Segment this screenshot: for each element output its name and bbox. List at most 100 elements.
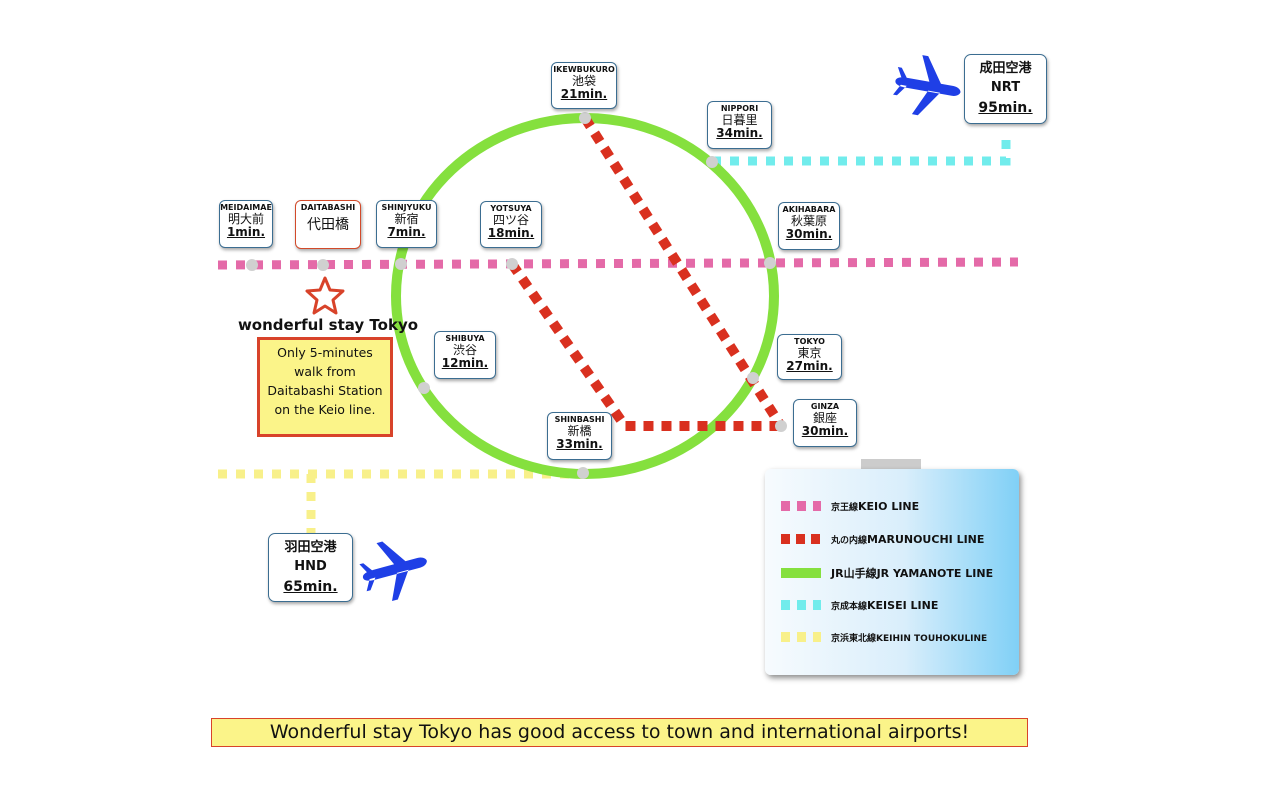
station-dot-shinbashi — [577, 467, 589, 479]
station-dot-meidaimae — [246, 259, 258, 271]
legend-label-jp: 京王線 — [831, 502, 859, 513]
station-jp-label: 渋谷 — [452, 342, 477, 357]
station-shinjyuku[interactable]: SHINJYUKU 新宿 7min. — [376, 200, 437, 248]
station-time: 33min. — [556, 437, 603, 452]
footer-banner: Wonderful stay Tokyo has good access to … — [211, 718, 1028, 747]
station-nippori[interactable]: NIPPORI 日暮里 34min. — [707, 101, 772, 149]
legend-label-jp: 京成本線 — [831, 601, 868, 612]
station-time: 34min. — [716, 126, 763, 141]
station-en-label: YOTSUYA — [490, 204, 532, 213]
legend-label-en: JR YAMANOTE LINE — [876, 567, 994, 580]
station-meidaimae[interactable]: MEIDAIMAE 明大前 1min. — [219, 200, 273, 248]
legend-tape — [861, 459, 921, 472]
station-en-label: TOKYO — [794, 337, 825, 346]
station-jp-label: 池袋 — [571, 73, 596, 88]
station-dot-yotsuya — [506, 258, 518, 270]
legend-item-keio: 京王線KEIO LINE — [781, 498, 919, 514]
legend-label-jp: 丸の内線 — [831, 535, 868, 546]
legend-swatch-marunouchi — [781, 534, 821, 544]
station-akihabara[interactable]: AKIHABARA 秋葉原 30min. — [778, 202, 840, 250]
station-tokyo[interactable]: TOKYO 東京 27min. — [777, 334, 842, 380]
station-dot-ikebukuro — [579, 112, 591, 124]
legend-item-keihin: 京浜東北線KEIHIN TOUHOKULINE — [781, 629, 987, 645]
airport-time: 95min. — [978, 99, 1033, 116]
hotel-name: wonderful stay Tokyo — [237, 316, 419, 334]
station-en-label: SHINBASHI — [554, 415, 605, 424]
station-en-label: SHIBUYA — [445, 334, 485, 343]
station-dot-ginza — [775, 420, 787, 432]
station-en-label: SHINJYUKU — [381, 203, 432, 212]
airport-code: NRT — [990, 79, 1021, 95]
airport-time: 65min. — [283, 578, 338, 595]
legend-label-en: KEISEI LINE — [867, 598, 939, 612]
legend-label: 丸の内線MARUNOUCHI LINE — [831, 533, 984, 546]
station-jp-label: 東京 — [797, 345, 822, 360]
airport-narita[interactable]: 成田空港 NRT 95min. — [964, 54, 1047, 124]
station-en-label: AKIHABARA — [782, 205, 836, 214]
station-ginza[interactable]: GINZA 銀座 30min. — [793, 399, 857, 447]
hotel-note: Only 5-minutes walk from Daitabashi Stat… — [257, 337, 393, 437]
legend-label-jp: JR山手線 — [831, 567, 877, 580]
station-time: 1min. — [226, 225, 266, 240]
station-jp-label: 秋葉原 — [790, 213, 827, 228]
legend-label-en: MARUNOUCHI LINE — [867, 532, 985, 546]
legend-label-en: KEIHIN TOUHOKULINE — [876, 633, 988, 644]
legend-label: 京王線KEIO LINE — [831, 500, 919, 513]
station-en-label: IKEWBUKURO — [553, 65, 615, 74]
station-jp-label: 代田橋 — [307, 216, 349, 233]
station-en-label: DAITABASHI — [300, 203, 356, 212]
station-jp-label: 明大前 — [227, 211, 264, 226]
station-time: 7min. — [387, 225, 426, 240]
airport-haneda[interactable]: 羽田空港 HND 65min. — [268, 533, 353, 602]
station-dot-tokyo — [747, 372, 759, 384]
station-time: 12min. — [441, 356, 489, 371]
station-ikebukuro[interactable]: IKEWBUKURO 池袋 21min. — [551, 62, 617, 109]
legend: 京王線KEIO LINE 丸の内線MARUNOUCHI LINE JR山手線JR… — [765, 469, 1019, 675]
station-time: 18min. — [487, 226, 535, 241]
legend-label-jp: 京浜東北線 — [831, 633, 877, 644]
airplane-icon — [359, 541, 427, 602]
station-dot-shibuya — [418, 382, 430, 394]
legend-item-yamanote: JR山手線JR YAMANOTE LINE — [781, 565, 993, 581]
station-daitabashi[interactable]: DAITABASHI 代田橋 — [295, 200, 361, 249]
legend-item-marunouchi: 丸の内線MARUNOUCHI LINE — [781, 531, 984, 547]
station-jp-label: 日暮里 — [721, 112, 758, 127]
station-shinbashi[interactable]: SHINBASHI 新橋 33min. — [547, 412, 612, 460]
keisei-line — [712, 135, 1011, 166]
airport-code: HND — [294, 558, 327, 574]
airport-jp-label: 羽田空港 — [284, 540, 337, 555]
station-shibuya[interactable]: SHIBUYA 渋谷 12min. — [434, 331, 496, 379]
legend-swatch-yamanote — [781, 568, 821, 578]
station-jp-label: 新宿 — [394, 211, 419, 226]
station-jp-label: 四ツ谷 — [492, 212, 529, 227]
legend-label-en: KEIO LINE — [858, 499, 920, 513]
station-jp-label: 銀座 — [812, 410, 837, 425]
station-dot-shinjyuku — [395, 258, 407, 270]
legend-item-keisei: 京成本線KEISEI LINE — [781, 597, 938, 613]
marunouchi-line-ikebukuro-ginza — [580, 115, 786, 429]
legend-swatch-keihin — [781, 632, 821, 642]
legend-swatch-keisei — [781, 600, 821, 610]
star-icon — [305, 276, 345, 315]
station-en-label: NIPPORI — [720, 104, 759, 113]
station-time: 21min. — [560, 87, 608, 102]
station-en-label: GINZA — [810, 402, 840, 411]
station-time: 27min. — [786, 359, 833, 374]
station-yotsuya[interactable]: YOTSUYA 四ツ谷 18min. — [480, 201, 542, 248]
station-dot-akihabara — [764, 257, 776, 269]
station-dot-nippori — [706, 156, 718, 168]
station-jp-label: 新橋 — [567, 423, 592, 438]
airport-jp-label: 成田空港 — [979, 61, 1032, 76]
station-time: 30min. — [785, 227, 833, 242]
legend-label: JR山手線JR YAMANOTE LINE — [831, 565, 993, 581]
station-en-label: MEIDAIMAE — [220, 203, 272, 212]
legend-swatch-keio — [781, 501, 821, 511]
keio-line — [217, 257, 1019, 270]
legend-label: 京成本線KEISEI LINE — [831, 599, 938, 612]
legend-label: 京浜東北線KEIHIN TOUHOKULINE — [831, 631, 987, 644]
station-dot-daitabashi — [317, 259, 329, 271]
airplane-icon — [893, 55, 961, 116]
station-dots — [246, 112, 787, 479]
station-time: 30min. — [801, 424, 849, 439]
